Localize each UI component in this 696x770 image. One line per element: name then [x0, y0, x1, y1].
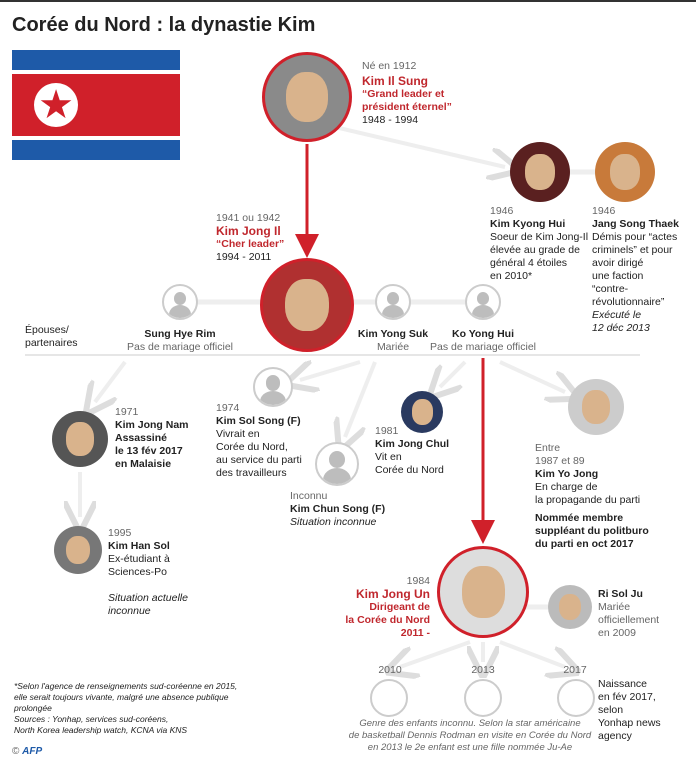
child-year: 2013	[471, 664, 495, 676]
silhouette-ko-yong-hui	[465, 284, 501, 320]
photo-kim-il-sung	[262, 52, 352, 142]
photo-ri-sol-ju	[548, 585, 592, 629]
silhouette-kim-yong-suk	[375, 284, 411, 320]
star-icon: ★	[34, 83, 78, 127]
child-circle	[557, 679, 595, 717]
photo-jang-song-thaek	[595, 142, 655, 202]
spouses-label: Épouses/partenaires	[25, 324, 78, 349]
silhouette-kim-sol-song	[253, 367, 293, 407]
silhouette-sung-hye-rim	[162, 284, 198, 320]
kim-il-sung-info: Né en 1912 Kim Il Sung “Grand leader et …	[362, 60, 452, 126]
afp-logo: AFP	[22, 746, 43, 757]
photo-kim-jong-chul	[401, 391, 443, 433]
children-caption: Genre des enfants inconnu. Selon la star…	[348, 718, 592, 753]
photo-kim-jong-un	[437, 546, 529, 638]
child-year: 2010	[378, 664, 402, 676]
child-circle	[370, 679, 408, 717]
kim-jong-il-info: 1941 ou 1942 Kim Jong Il “Cher leader” 1…	[216, 212, 285, 263]
footnote: *Selon l'agence de renseignements sud-co…	[14, 681, 238, 735]
north-korea-flag: ★	[12, 50, 180, 160]
photo-kim-han-sol	[54, 526, 102, 574]
afp-credit: © AFP	[12, 746, 43, 757]
photo-kim-jong-nam	[52, 411, 108, 467]
silhouette-kim-chun-song	[315, 442, 359, 486]
photo-kim-yo-jong	[568, 379, 624, 435]
photo-kim-jong-il	[260, 258, 354, 352]
photo-kim-kyong-hui	[510, 142, 570, 202]
page-title: Corée du Nord : la dynastie Kim	[12, 14, 316, 36]
child-circle	[464, 679, 502, 717]
child-year: 2017	[563, 664, 587, 676]
